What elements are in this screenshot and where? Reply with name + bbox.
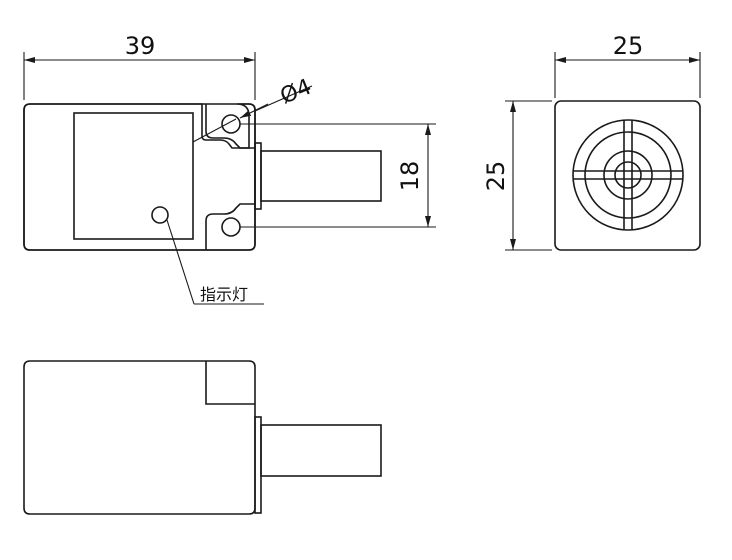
hole-leader-lower [192, 118, 237, 143]
target-ring-2 [584, 131, 672, 219]
label-window [73, 112, 194, 240]
front-body-shape [23, 103, 256, 251]
upper-ear-contour [205, 104, 255, 149]
bottom-body-outline [23, 360, 256, 515]
cable-flange [254, 142, 262, 210]
side-body [554, 100, 701, 251]
bottom-view [23, 360, 382, 515]
indicator-led [151, 206, 169, 224]
dim-text-39: 39 [125, 32, 156, 60]
indicator-leader [166, 219, 195, 305]
bottom-cable [260, 424, 382, 477]
target-ring-3 [603, 150, 653, 200]
dim-text-diameter: Ø4 [277, 75, 315, 110]
dim-front-width: 39 [23, 32, 256, 100]
target-inner-ring [614, 161, 642, 189]
indicator-label: 指示灯 [200, 285, 248, 304]
bottom-cable-flange [254, 416, 262, 514]
bottom-step-notch [205, 361, 255, 405]
indicator-callout: 指示灯 [166, 219, 264, 305]
side-view [554, 100, 701, 251]
hole-leader-arrow [239, 103, 269, 119]
front-view [23, 103, 382, 251]
dim-text-side-width: 25 [613, 32, 644, 60]
dim-hole-spacing: 18 [240, 123, 436, 228]
hole-leader-upper [254, 85, 313, 112]
front-body-outline [23, 103, 256, 251]
cable [260, 150, 382, 202]
dim-text-side-height: 25 [482, 161, 510, 192]
lower-mounting-hole [221, 217, 241, 237]
upper-mounting-hole [221, 114, 241, 134]
dim-side-height: 25 [482, 100, 552, 251]
dim-side-width: 25 [554, 32, 701, 98]
target-outer-ring [572, 119, 684, 231]
dim-text-18: 18 [396, 161, 424, 192]
lower-ear-contour [205, 203, 255, 250]
